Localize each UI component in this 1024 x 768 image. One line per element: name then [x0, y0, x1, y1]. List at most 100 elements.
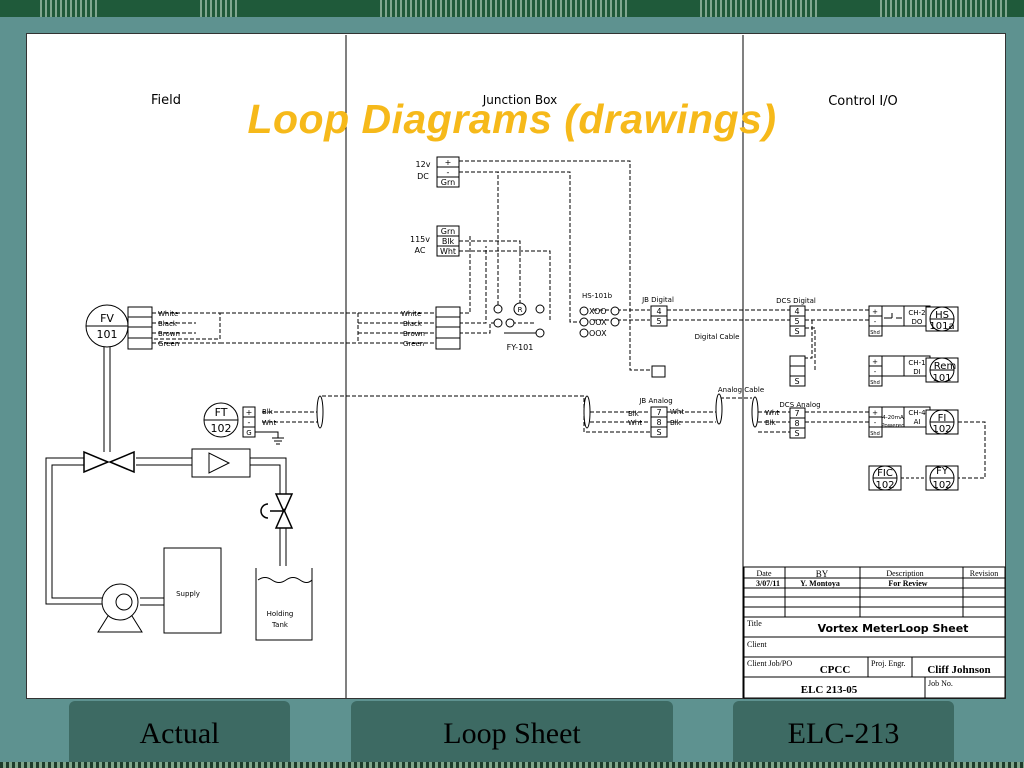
- hand-valve: [260, 493, 294, 529]
- svg-text:Green: Green: [158, 340, 179, 348]
- svg-text:FT: FT: [215, 406, 228, 419]
- svg-text:JB Analog: JB Analog: [638, 397, 672, 405]
- decorative-bottom-strip: [0, 762, 1024, 768]
- svg-text:CH-4: CH-4: [908, 409, 926, 417]
- tb-description-header: Description: [886, 569, 923, 578]
- svg-text:-: -: [874, 368, 877, 376]
- dcs-di-terminals: S: [789, 355, 806, 387]
- section-junction-box: Junction Box: [482, 93, 557, 107]
- svg-text:+: +: [445, 158, 452, 167]
- svg-text:101: 101: [932, 373, 951, 384]
- svg-text:-: -: [874, 318, 877, 326]
- svg-text:S: S: [794, 327, 799, 336]
- section-control-io: Control I/O: [828, 94, 898, 109]
- svg-text:DCS Analog: DCS Analog: [779, 401, 820, 409]
- svg-text:Blk: Blk: [262, 408, 274, 416]
- analog-cable-label: Analog Cable: [718, 386, 764, 394]
- svg-text:AC: AC: [415, 246, 426, 255]
- rem-101-instrument: Rem 101: [925, 357, 959, 384]
- tab-elc-213[interactable]: ELC-213: [733, 701, 954, 767]
- svg-text:S: S: [794, 429, 799, 438]
- svg-text:White: White: [158, 310, 178, 318]
- tab-actual[interactable]: Actual: [69, 701, 290, 767]
- tb-client-label: Client: [747, 640, 767, 649]
- relay-fy-101: R FY-101: [493, 302, 545, 352]
- svg-text:FI: FI: [938, 413, 947, 424]
- svg-text:101: 101: [97, 328, 118, 341]
- tb-date-header: Date: [756, 569, 772, 578]
- svg-text:White: White: [401, 310, 421, 318]
- svg-text:8: 8: [656, 418, 661, 427]
- svg-text:G: G: [246, 429, 251, 437]
- svg-text:Blk: Blk: [628, 410, 640, 418]
- tb-engr-label: Proj. Engr.: [871, 659, 905, 668]
- tb-description-value: For Review: [888, 579, 927, 588]
- control-valve: [83, 450, 135, 474]
- flow-meter: [191, 448, 251, 478]
- svg-text:FY: FY: [936, 466, 949, 477]
- svg-text:Wht: Wht: [765, 409, 779, 417]
- svg-text:FIC: FIC: [877, 468, 893, 479]
- svg-text:Wht: Wht: [262, 419, 276, 427]
- svg-text:Grn: Grn: [441, 227, 455, 236]
- svg-text:5: 5: [794, 317, 799, 326]
- svg-text:4: 4: [656, 307, 661, 316]
- slide-title: Loop Diagrams (drawings): [247, 96, 777, 142]
- tb-title-value: Vortex MeterLoop Sheet: [818, 622, 969, 635]
- dc-power-supply: 12v DC + - Grn: [416, 156, 460, 188]
- section-field: Field: [151, 93, 181, 108]
- dcs-digital-terminals: DCS Digital 4 5 S: [776, 297, 816, 337]
- svg-text:Wht: Wht: [440, 247, 456, 256]
- svg-text:12v: 12v: [416, 160, 431, 169]
- svg-text:Wht: Wht: [628, 419, 642, 427]
- svg-text:Supply: Supply: [176, 590, 200, 598]
- tb-job-no-label: Job No.: [928, 679, 953, 688]
- tb-revision-header: Revision: [970, 569, 998, 578]
- tb-date-value: 3/07/11: [756, 579, 780, 588]
- svg-text:OOX: OOX: [589, 329, 607, 338]
- svg-text:+: +: [872, 409, 878, 417]
- svg-text:CH-1: CH-1: [908, 359, 925, 367]
- cable-shields: [316, 393, 759, 429]
- fv-101-instrument: FV 101: [85, 304, 129, 348]
- tb-title-label: Title: [747, 619, 762, 628]
- hs-101a-instrument: HS 101a: [925, 306, 959, 332]
- svg-text:FV: FV: [100, 312, 114, 325]
- ft-terminal-strip: + - G Blk Wht: [242, 406, 284, 445]
- jb-analog-terminals: JB Analog 7 8 S Blk Wht Wht Blk: [628, 397, 684, 438]
- svg-text:+: +: [872, 308, 878, 316]
- svg-text:Rem: Rem: [934, 361, 956, 372]
- svg-text:4-20mA: 4-20mA: [882, 415, 904, 421]
- svg-text:-: -: [874, 419, 877, 427]
- pump: [97, 583, 143, 633]
- svg-text:+: +: [246, 408, 253, 417]
- jb-digital-terminals: JB Digital 4 5: [641, 296, 674, 327]
- io-card-ch2-do: + - Shd CH-2 DO: [868, 305, 931, 337]
- dashed-wiring: [152, 160, 986, 479]
- decorative-top-strip: [0, 0, 1024, 17]
- digital-cable-label: Digital Cable: [695, 333, 740, 341]
- svg-text:-: -: [248, 418, 251, 427]
- svg-text:Blk: Blk: [670, 419, 682, 427]
- svg-text:7: 7: [794, 409, 799, 418]
- svg-text:AI: AI: [914, 418, 921, 426]
- dcs-analog-terminals: DCS Analog 7 8 S Wht Blk: [765, 401, 821, 439]
- svg-text:Green: Green: [403, 340, 424, 348]
- fv-terminal-strip: White Black Brown Green: [127, 306, 180, 350]
- ac-power-supply: 115v AC Grn Blk Wht: [410, 225, 460, 257]
- svg-text:OOX: OOX: [589, 318, 607, 327]
- svg-text:CH-2: CH-2: [908, 309, 925, 317]
- svg-text:Black: Black: [158, 320, 178, 328]
- svg-text:102: 102: [211, 422, 232, 435]
- svg-text:XOO: XOO: [589, 307, 607, 316]
- svg-text:102: 102: [932, 480, 951, 491]
- tb-job-label: Client Job/PO: [747, 659, 792, 668]
- svg-text:S: S: [794, 377, 799, 386]
- tb-by-value: Y. Montoya: [800, 579, 840, 588]
- tab-loop-sheet[interactable]: Loop Sheet: [351, 701, 673, 767]
- svg-text:Powered: Powered: [881, 423, 904, 429]
- svg-text:7: 7: [656, 408, 661, 417]
- svg-text:R: R: [518, 306, 523, 314]
- svg-text:HS-101b: HS-101b: [582, 292, 613, 300]
- svg-text:DO: DO: [912, 318, 923, 326]
